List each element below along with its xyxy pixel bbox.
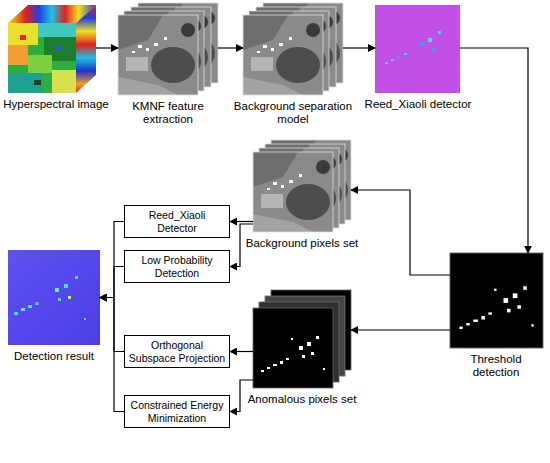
illustration-part [84,318,86,320]
image-node: Anomalous pixels set [253,290,351,388]
flow-arrow [96,47,118,48]
illustration-part [420,42,424,46]
illustration-part [253,152,333,232]
process-box: Low Probability Detection [124,250,230,283]
image-caption: Detection result [2,350,106,363]
image-caption: Hyperspectral image [2,98,110,111]
image-node: Background separation model [243,3,343,95]
image-caption: KMNF feature extraction [113,100,223,126]
illustration-part [375,5,460,93]
image-caption: Reed_Xiaoli detector [358,98,478,111]
image-node: Threshold detection [450,253,543,348]
illustration-part [14,312,18,315]
flow-arrow [100,298,124,352]
image-node: Detection result [8,250,100,345]
illustration-part [52,70,76,93]
illustration-part [432,48,435,51]
image-caption: Background pixels set [242,237,362,250]
image-caption: Background separation model [223,100,363,126]
illustration-part [253,308,333,388]
rx-map [375,5,460,93]
illustration-part [438,31,441,34]
anomaly-stack [253,290,351,388]
illustration-part [243,15,323,95]
flow-arrow [100,298,124,412]
illustration-part [68,296,71,299]
illustration-part [118,15,198,95]
image-node: KMNF feature extraction [118,3,218,95]
background-stack [253,140,351,232]
illustration-part [55,288,59,292]
illustration-part [428,38,432,42]
illustration-part [8,23,76,93]
illustration-part [28,55,52,73]
illustration-part [397,56,400,59]
illustration-part [56,46,61,50]
separation-stack [243,3,343,95]
image-node: Reed_Xiaoli detector [375,5,460,93]
flow-arrow [460,48,528,253]
illustration-part [391,59,394,61]
flow-arrow [230,351,253,352]
illustration-part [34,80,41,85]
illustration-part [64,284,68,288]
flow-arrow [351,329,450,330]
image-node: Background pixels set [253,140,351,232]
box-label: Low Probability Detection [128,254,226,279]
flow-arrow [100,222,124,298]
process-box: Constrained Energy Minimization [124,395,230,428]
process-box: Reed_Xiaoli Detector [124,205,230,238]
image-node: Hyperspectral image [8,5,96,93]
box-label: Constrained Energy Minimization [128,399,226,424]
illustration-part [8,23,38,45]
illustration-part [38,23,76,37]
flow-arrow [351,190,450,275]
illustration-part [8,250,100,345]
illustration-part [75,276,78,279]
illustration-part [8,45,28,65]
hyperspectral-cube [8,5,96,93]
box-label: Orthogonal Subspace Projection [128,339,226,364]
flow-arrow [343,47,375,48]
result-map [8,250,100,345]
flow-arrow [218,47,243,48]
illustration-part [20,35,26,40]
illustration-part [450,253,543,348]
illustration-part [28,305,32,308]
threshold-map [450,253,543,348]
box-label: Reed_Xiaoli Detector [128,209,226,234]
flow-arrow [100,267,124,298]
feature-stack [118,3,218,95]
illustration-part [8,73,42,93]
illustration-part [385,62,388,64]
flow-arrow [230,221,253,222]
illustration-part [35,302,39,305]
illustration-part [76,5,96,93]
illustration-part [21,308,25,311]
process-box: Orthogonal Subspace Projection [124,335,230,368]
illustration-part [404,53,407,55]
illustration-part [58,298,61,301]
image-caption: Anomalous pixels set [242,393,362,406]
image-caption: Threshold detection [446,353,546,379]
